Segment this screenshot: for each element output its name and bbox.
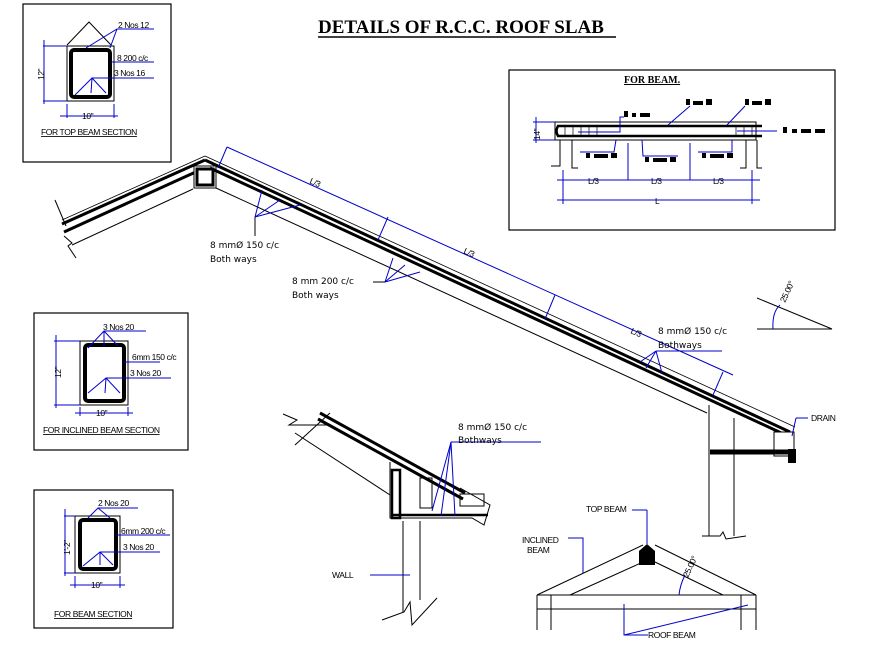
beam-body bbox=[554, 121, 757, 141]
stirrup bbox=[83, 343, 126, 403]
beam-outline bbox=[66, 45, 115, 102]
slab-span-1: L/3 bbox=[308, 176, 322, 190]
inclined-beam-label-2: BEAM bbox=[527, 545, 550, 555]
stirrups-label: 6mm 200 c/c bbox=[121, 526, 166, 536]
slab-haunch bbox=[66, 21, 112, 46]
total-span-dim: L bbox=[655, 196, 660, 206]
beam-section-panel: 2 Nos 20 6mm 200 c/c 3 Nos 20 1'-2" 10" … bbox=[33, 489, 174, 629]
stirrups-label: 8 200 c/c bbox=[117, 53, 149, 63]
rebar-low-line1: 8 mmØ 150 c/c bbox=[658, 326, 727, 337]
panel-border bbox=[33, 489, 174, 629]
height-dim: 1'-2" bbox=[62, 540, 72, 555]
truss-diagram: TOP BEAM INCLINED BEAM 25.00° ROOF BEAM bbox=[522, 504, 757, 640]
panel-border bbox=[22, 3, 172, 163]
rebar-low-line2: Bothways bbox=[658, 341, 702, 351]
top-bars-label: 2 Nos 12 bbox=[118, 20, 149, 30]
rebar-top-line1: 8 mmØ 150 c/c bbox=[210, 240, 279, 251]
beam-outline bbox=[74, 515, 121, 574]
slab-span-3: L/3 bbox=[629, 326, 643, 340]
top-bars-label: 2 Nos 20 bbox=[98, 498, 129, 508]
rebar-top-line2: Both ways bbox=[210, 255, 257, 265]
rebar-mid-line2: Both ways bbox=[292, 291, 339, 301]
eave-detail: 8 mmØ 150 c/c Bothways WALL bbox=[282, 411, 541, 627]
top-bars-label: 3 Nos 20 bbox=[103, 322, 134, 332]
roof-beam-label: ROOF BEAM bbox=[648, 630, 696, 640]
span-dim-1: L/3 bbox=[588, 176, 599, 186]
section-caption: FOR INCLINED BEAM SECTION bbox=[43, 425, 160, 435]
drain-label: DRAIN bbox=[811, 413, 836, 423]
inclined-beam-section-panel: 3 Nos 20 6mm 150 c/c 3 Nos 20 12" 10" FO… bbox=[33, 312, 189, 451]
height-dim: 12" bbox=[53, 366, 63, 378]
span-dim-3: L/3 bbox=[713, 176, 724, 186]
slope-angle: 25.00° bbox=[778, 279, 796, 303]
depth-dim: 14" bbox=[532, 128, 542, 140]
drawing-title: DETAILS OF R.C.C. ROOF SLAB bbox=[318, 17, 604, 38]
panel-border bbox=[508, 69, 836, 231]
bottom-bars-label: 3 Nos 16 bbox=[114, 68, 145, 78]
section-caption: FOR TOP BEAM SECTION bbox=[41, 127, 137, 137]
eave-rebar-line2: Bothways bbox=[458, 436, 502, 446]
truss-angle: 25.00° bbox=[681, 554, 699, 578]
bottom-bars-label: 3 Nos 20 bbox=[130, 368, 161, 378]
inclined-beam-label-1: INCLINED bbox=[522, 535, 559, 545]
width-dim: 10" bbox=[96, 408, 108, 418]
height-dim: 12" bbox=[36, 68, 46, 80]
bottom-bars-label: 3 Nos 20 bbox=[123, 542, 154, 552]
eave-rebar-line1: 8 mmØ 150 c/c bbox=[458, 422, 527, 433]
panel-caption: FOR BEAM. bbox=[624, 75, 681, 86]
wall-label: WALL bbox=[332, 570, 354, 580]
roof-slab-section: DRAIN L/3 L/3 L/3 8 mmØ 150 c/c Both way… bbox=[54, 146, 836, 540]
width-dim: 10" bbox=[82, 111, 94, 121]
section-caption: FOR BEAM SECTION bbox=[54, 609, 132, 619]
stirrup bbox=[78, 518, 118, 571]
rebar-mid-line1: 8 mm 200 c/c bbox=[292, 277, 354, 287]
for-beam-panel: FOR BEAM. L/3 bbox=[508, 69, 836, 231]
panel-border bbox=[33, 312, 189, 451]
stirrups-label: 6mm 150 c/c bbox=[132, 352, 177, 362]
beam-outline bbox=[79, 340, 129, 406]
span-dim-2: L/3 bbox=[651, 176, 662, 186]
stirrup bbox=[69, 48, 112, 99]
width-dim: 10" bbox=[91, 580, 103, 590]
top-beam-section-panel: 2 Nos 12 8 200 c/c 3 Nos 16 12" 10" FOR … bbox=[22, 3, 172, 163]
top-beam-label: TOP BEAM bbox=[586, 504, 627, 514]
slab-span-2: L/3 bbox=[462, 246, 476, 260]
